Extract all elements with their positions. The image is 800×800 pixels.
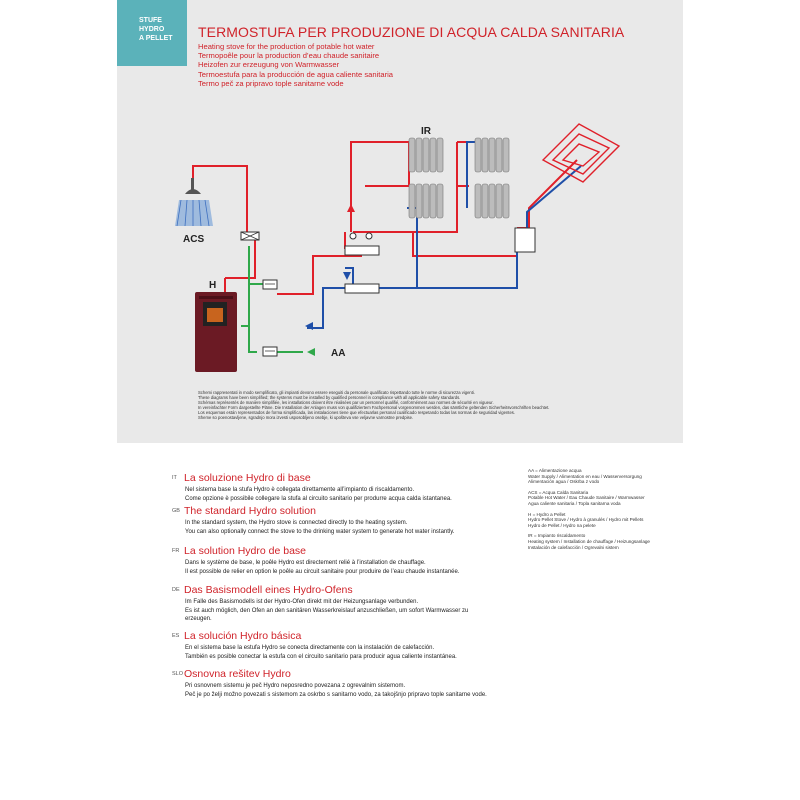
- valve-icon: [262, 279, 278, 290]
- pipe-stove-supply-red: [224, 234, 256, 296]
- stove-icon: [195, 292, 237, 372]
- section-heading: La solución Hydro básica: [184, 630, 302, 642]
- legend-line: AA = Alimentazione acqua: [528, 468, 582, 473]
- legend-line: H = Hydro a Pellet: [528, 511, 566, 517]
- legend-entry-acs: ACS = Acqua Calda Sanitaria Potable Hot …: [528, 490, 668, 507]
- note-line: In vereinfachter Form dargestellte Pläne…: [198, 405, 550, 410]
- section-heading: Osnovna rešitev Hydro: [184, 668, 291, 680]
- language-code: ES: [172, 633, 180, 639]
- manifold-lower: [344, 283, 380, 294]
- subtitle: Termo peč za pripravo tople sanitarne vo…: [198, 78, 344, 88]
- section-heading: Das Basismodell eines Hydro-Ofens: [184, 584, 353, 596]
- category-tab: STUFE HYDRO A PELLET: [117, 0, 187, 66]
- language-code: GB: [172, 508, 180, 514]
- language-code: SLO: [172, 671, 184, 677]
- legend-line: Heating system / Installation de chauffa…: [528, 538, 650, 544]
- radiator-icon: [474, 137, 510, 173]
- note-line: Los esquemas están representados de form…: [198, 410, 516, 415]
- body-line: Nel sistema base la stufa Hydro è colleg…: [185, 487, 415, 493]
- body-line: En el sistema base la estufa Hydro se co…: [185, 645, 435, 651]
- subtitle-list: Heating stove for the production of pota…: [198, 42, 393, 88]
- section-body: In the standard system, the Hydro stove …: [185, 519, 520, 536]
- hydraulic-diagram: ACS H AA IR: [175, 123, 621, 372]
- body-line: In the standard system, the Hydro stove …: [185, 520, 408, 526]
- section-heading: La solution Hydro de base: [184, 545, 306, 557]
- legend-line: IR = Impianto riscaldamento: [528, 533, 586, 539]
- label-aa: AA: [331, 348, 345, 359]
- legend-line: Alimentación agua / Oskrba z vodo: [528, 479, 600, 485]
- arrow-left-icon: [305, 322, 313, 330]
- legend-line: Instalación de calefacción / Ogrevalni s…: [528, 544, 619, 550]
- legend-entry-aa: AA = Alimentazione acqua Water Supply / …: [528, 468, 668, 485]
- note-line: Schemi rappresentati in modo semplificat…: [198, 390, 475, 395]
- section-heading: La soluzione Hydro di base: [184, 472, 311, 484]
- radiator-icon: [408, 137, 444, 173]
- legend: AA = Alimentazione acqua Water Supply / …: [528, 468, 668, 555]
- label-h: H: [209, 280, 216, 291]
- section-body: Im Falle des Basismodells ist der Hydro-…: [185, 598, 520, 624]
- section-body: Pri osnovnem sistemu je peč Hydro neposr…: [185, 682, 520, 699]
- pipe-return-blue: [307, 267, 354, 329]
- legend-line: Agua caliente sanitaria / Topla sanitarn…: [528, 500, 621, 506]
- floor-heating-icon: [541, 123, 621, 183]
- arrow-up-icon: [347, 204, 355, 212]
- shower-icon: [175, 178, 213, 227]
- note-line: Schémas représentés de manière simplifié…: [198, 400, 494, 405]
- body-line: Peč je po želji možno povezati s sistemo…: [185, 691, 487, 698]
- diagram-note: Schemi rappresentati in modo semplificat…: [198, 390, 618, 420]
- legend-entry-h: H = Hydro a Pellet Hydro Pellet Stove / …: [528, 512, 668, 529]
- body-line: Come opzione è possibile collegare la st…: [185, 495, 452, 502]
- legend-line: ACS = Acqua Calda Sanitaria: [528, 489, 589, 495]
- subtitle: Heating stove for the production of pota…: [198, 42, 375, 51]
- section-body: En el sistema base la estufa Hydro se co…: [185, 644, 520, 661]
- valve-icon: [262, 346, 278, 357]
- legend-line: Hydro Pellet Stove / Hydro à granulés / …: [528, 517, 644, 523]
- tab-line: STUFE: [139, 17, 162, 24]
- pipe-cold-green: [248, 246, 257, 353]
- language-code: FR: [172, 548, 180, 554]
- body-line: erzeugen.: [185, 616, 212, 623]
- radiator-icon: [408, 183, 444, 219]
- section-heading: The standard Hydro solution: [184, 505, 316, 517]
- legend-line: Potable Hot Water / Eau Chaude Sanitaire…: [528, 495, 645, 501]
- manifold-upper: [344, 245, 380, 256]
- legend-entry-ir: IR = Impianto riscaldamento Heating syst…: [528, 533, 668, 550]
- note-line: Sheme so poenostavljene, sgradnjo mora i…: [198, 415, 414, 420]
- body-line: Pri osnovnem sistemu je peč Hydro neposr…: [185, 683, 406, 689]
- section-body: Dans le système de base, le poêle Hydro …: [185, 559, 520, 576]
- language-code: IT: [172, 475, 177, 481]
- body-line: Dans le système de base, le poêle Hydro …: [185, 560, 426, 566]
- tab-line: A PELLET: [139, 35, 173, 42]
- language-code: DE: [172, 587, 180, 593]
- subtitle: Termopoêle pour la production d’eau chau…: [198, 51, 380, 61]
- body-line: Im Falle des Basismodells ist der Hydro-…: [185, 599, 419, 605]
- page-title: TERMOSTUFA PER PRODUZIONE DI ACQUA CALDA…: [198, 24, 625, 40]
- legend-line: Hydro de Pellet / Hydro na pelete: [528, 522, 596, 528]
- subtitle: Heizofen zur erzeugung von Warmwasser: [198, 60, 340, 70]
- tab-line: HYDRO: [139, 26, 165, 33]
- arrow-down-icon: [343, 272, 351, 280]
- pipe-acs-red: [192, 165, 248, 234]
- label-acs: ACS: [183, 234, 204, 245]
- pipe-radiator-upper-red: [365, 142, 410, 187]
- body-line: Il est possible de relier en option le p…: [185, 568, 460, 575]
- label-ir: IR: [421, 126, 432, 137]
- arrow-aa-icon: [307, 348, 315, 356]
- note-line: These diagrams have been simplified; the…: [198, 395, 461, 400]
- subtitle: Termoestufa para la producción de agua c…: [198, 69, 394, 79]
- section-body: Nel sistema base la stufa Hydro è colleg…: [185, 486, 520, 503]
- pipe-riser-red: [350, 141, 409, 232]
- body-line: Es ist auch möglich, den Ofen an den san…: [185, 607, 469, 614]
- radiator-icon: [474, 183, 510, 219]
- legend-line: Water Supply / Alimentation en eau / Was…: [528, 473, 642, 479]
- mixer-box: [514, 227, 536, 253]
- body-line: You can also optionally connect the stov…: [185, 528, 455, 535]
- body-line: También es posible conectar la estufa co…: [185, 653, 457, 660]
